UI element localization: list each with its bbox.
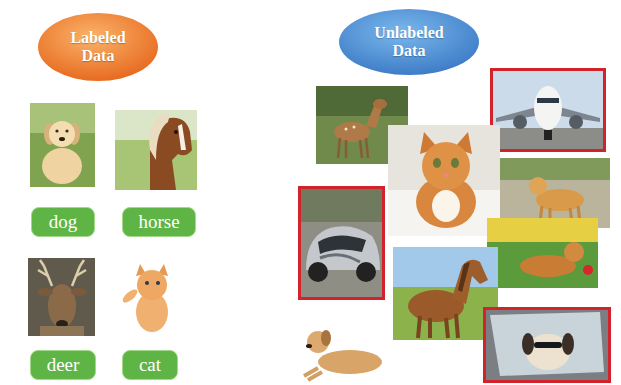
dog-nose (306, 344, 312, 348)
dog-sunglasses (534, 342, 562, 348)
photo-ground (298, 186, 385, 300)
photo-road (500, 158, 610, 228)
dog-ball (583, 265, 593, 275)
class-label: cat (139, 355, 161, 376)
photo-ground (28, 258, 95, 336)
dog-head (49, 121, 75, 147)
cat-photo (388, 125, 500, 236)
red-frame (492, 70, 605, 151)
horse-blaze (178, 124, 186, 150)
fawn-head (373, 99, 387, 109)
photo-ground (300, 312, 390, 383)
class-label-box: horse (122, 207, 196, 237)
cat-eye (156, 281, 160, 285)
deer-ear (37, 288, 53, 296)
deer-antlers (38, 260, 86, 286)
cat-eye (451, 158, 459, 168)
photo-flowers (487, 218, 598, 242)
photo-ground (120, 262, 180, 336)
airplane-photo (490, 68, 606, 152)
horse-neck (452, 260, 488, 304)
car-photo (298, 186, 385, 300)
ellipse-shape (38, 13, 158, 81)
dog-in-car-photo (483, 307, 611, 383)
fawn-neck (366, 106, 382, 128)
fawn-spot (345, 128, 348, 131)
class-label: dog (49, 212, 78, 233)
photo-ground (30, 103, 95, 187)
dog-body (42, 148, 82, 184)
airplane-wheel (544, 130, 552, 140)
dog-legs (304, 368, 322, 380)
category-title: Labeled Data (60, 29, 136, 66)
class-label-box: dog (31, 207, 95, 237)
horse-legs (418, 314, 458, 338)
dog-ear (321, 330, 331, 346)
dog-nose (59, 137, 65, 141)
dog-ear (562, 333, 574, 355)
class-label: deer (47, 355, 80, 376)
dog-head (529, 177, 547, 195)
photo-sky (490, 68, 606, 152)
cat-nose (443, 174, 449, 178)
dog-head (564, 242, 584, 262)
dog-eye (55, 129, 58, 132)
photo-pillow (388, 190, 500, 236)
horse-photo (393, 247, 498, 340)
dog-eye (65, 129, 68, 132)
cat-chest (432, 190, 460, 222)
photo-trees (298, 186, 385, 222)
horse-photo (115, 110, 197, 190)
cat-photo (120, 262, 180, 336)
photo-ground (115, 110, 197, 190)
class-label: horse (138, 212, 179, 233)
photo-car (483, 307, 611, 383)
category-ellipse: Unlabeled Data (338, 8, 480, 76)
category-ellipse: Labeled Data (37, 12, 159, 82)
cat-eye (433, 158, 441, 168)
cat-head (137, 270, 167, 300)
cat-head (422, 142, 470, 190)
car-window (490, 312, 604, 376)
dog-photo (500, 158, 610, 228)
red-frame (485, 309, 610, 382)
horse-eye (174, 130, 178, 134)
car-paint (320, 255, 360, 262)
dog-photo (30, 103, 95, 187)
car-wheel (308, 262, 328, 282)
category-title: Unlabeled Data (365, 24, 453, 61)
cat-paw (121, 287, 140, 305)
car-wheel (356, 262, 376, 282)
ellipse-shape (339, 9, 479, 75)
class-label-box: cat (122, 350, 178, 380)
horse-mane (149, 113, 169, 160)
deer-photo (28, 258, 95, 336)
fawn-legs (338, 138, 368, 158)
photo-trees (316, 86, 408, 116)
photo-grass (500, 158, 610, 180)
dog-photo (487, 218, 598, 288)
airplane-engine (513, 115, 527, 129)
airplane-cockpit (537, 98, 559, 103)
airplane-fuselage (534, 86, 562, 130)
airplane-engine (569, 115, 583, 129)
red-frame (300, 188, 384, 299)
cat-eye (145, 281, 149, 285)
deer-neck (40, 326, 84, 336)
dog-ear (522, 333, 534, 355)
photo-grass (487, 218, 598, 288)
class-label-box: deer (30, 350, 96, 380)
photo-ground (388, 125, 500, 236)
horse-mane (458, 262, 470, 292)
car-windshield (318, 235, 366, 254)
dog-photo (300, 312, 390, 383)
photo-grass (393, 247, 498, 340)
fawn-spot (353, 126, 356, 129)
deer-ear (71, 288, 87, 296)
photo-runway (490, 128, 606, 152)
dog-body (318, 350, 382, 374)
